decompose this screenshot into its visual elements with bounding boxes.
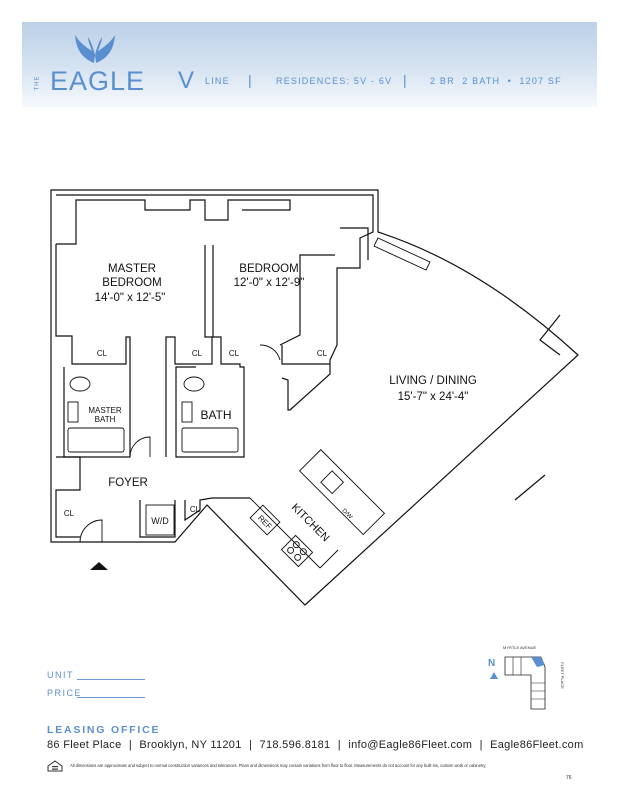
kitchen-sink — [320, 470, 345, 495]
line-label: LINE — [205, 76, 230, 86]
ref-label: REF — [256, 513, 274, 531]
phone[interactable]: 718.596.8181 — [259, 739, 331, 751]
kitchen-island — [298, 449, 386, 536]
unit-label: UNIT — [47, 670, 74, 680]
closet-label: CL — [190, 505, 201, 514]
bathtub — [181, 427, 239, 453]
unit-field[interactable] — [77, 679, 145, 680]
master-bathtub — [67, 427, 125, 453]
street-fleet: FLEET PLACE — [559, 662, 565, 689]
eagle-wings-logo-icon — [75, 35, 115, 63]
walls — [50, 189, 579, 606]
city: Brooklyn, NY 11201 — [139, 739, 242, 751]
master-sink — [67, 401, 79, 423]
closet-label: CL — [64, 509, 75, 518]
email-link[interactable]: info@Eagle86Fleet.com — [348, 739, 473, 751]
separator: | — [479, 739, 483, 751]
master-toilet — [69, 376, 91, 392]
website-link[interactable]: Eagle86Fleet.com — [490, 739, 584, 751]
washer-dryer-label: W/D — [151, 516, 169, 526]
dishwasher-label: D/W — [340, 508, 353, 521]
header-banner — [22, 22, 597, 107]
living-label: LIVING / DINING — [389, 375, 477, 387]
bedroom-door — [259, 344, 281, 361]
closet-label: CL — [97, 349, 108, 358]
master-bedroom-label: BEDROOM — [102, 277, 161, 289]
contact-line: 86 Fleet Place | Brooklyn, NY 11201 | 71… — [47, 739, 584, 751]
line-letter: V — [178, 67, 195, 94]
bedroom-dims: 12'-0" x 12'-9" — [234, 277, 305, 289]
unit-summary: 2 BR 2 BATH • 1207 SF — [430, 76, 562, 86]
master-bath-door — [129, 436, 151, 458]
equal-housing-icon — [47, 760, 63, 772]
sink — [181, 401, 193, 423]
living-dims: 15'-7" x 24'-4" — [398, 391, 469, 403]
street-myrtle: MYRTLE AVENUE — [503, 645, 537, 650]
master-bath-label: BATH — [95, 415, 116, 424]
closet-label: CL — [192, 349, 203, 358]
page-number: 76 — [566, 775, 572, 781]
separator: | — [249, 739, 253, 751]
leasing-office-title: LEASING OFFICE — [47, 724, 161, 736]
bath-label: BATH — [200, 408, 231, 422]
north-label: N — [488, 658, 496, 669]
fixtures — [67, 237, 431, 569]
north-arrow-icon — [490, 672, 498, 679]
entry-arrow-icon — [90, 562, 108, 570]
building-keyplan-icon — [504, 656, 546, 710]
master-bedroom-dims: 14'-0" x 12'-5" — [95, 292, 166, 304]
refrigerator — [249, 504, 281, 536]
bedroom-label: BEDROOM — [239, 263, 298, 275]
kitchen-label: KITCHEN — [289, 502, 332, 545]
separator: | — [337, 739, 341, 751]
address: 86 Fleet Place — [47, 739, 122, 751]
master-bedroom-label: MASTER — [108, 263, 156, 275]
kitchen-counter — [249, 497, 339, 569]
closet-label: CL — [229, 349, 240, 358]
floor-plan: MASTER BEDROOM 14'-0" x 12'-5" BEDROOM 1… — [50, 189, 579, 606]
price-label: PRICE — [47, 688, 83, 698]
separator: | — [128, 739, 133, 751]
master-bath-label: MASTER — [88, 406, 122, 415]
residences: RESIDENCES: 5V - 6V — [276, 76, 393, 86]
key-plan: MYRTLE AVENUE FLEET PLACE N — [483, 645, 573, 715]
price-field[interactable] — [77, 697, 145, 698]
header-separator: | — [403, 72, 407, 88]
closet-label: CL — [317, 349, 328, 358]
header-separator: | — [248, 72, 252, 88]
stove — [280, 534, 314, 568]
foyer-label: FOYER — [108, 477, 148, 489]
logo-name: EAGLE — [50, 66, 146, 96]
window-seat — [373, 237, 431, 271]
toilet — [183, 376, 205, 392]
disclaimer: All dimensions are approximate and subje… — [70, 763, 487, 768]
washer-dryer — [145, 504, 175, 536]
entry-door — [79, 519, 103, 543]
